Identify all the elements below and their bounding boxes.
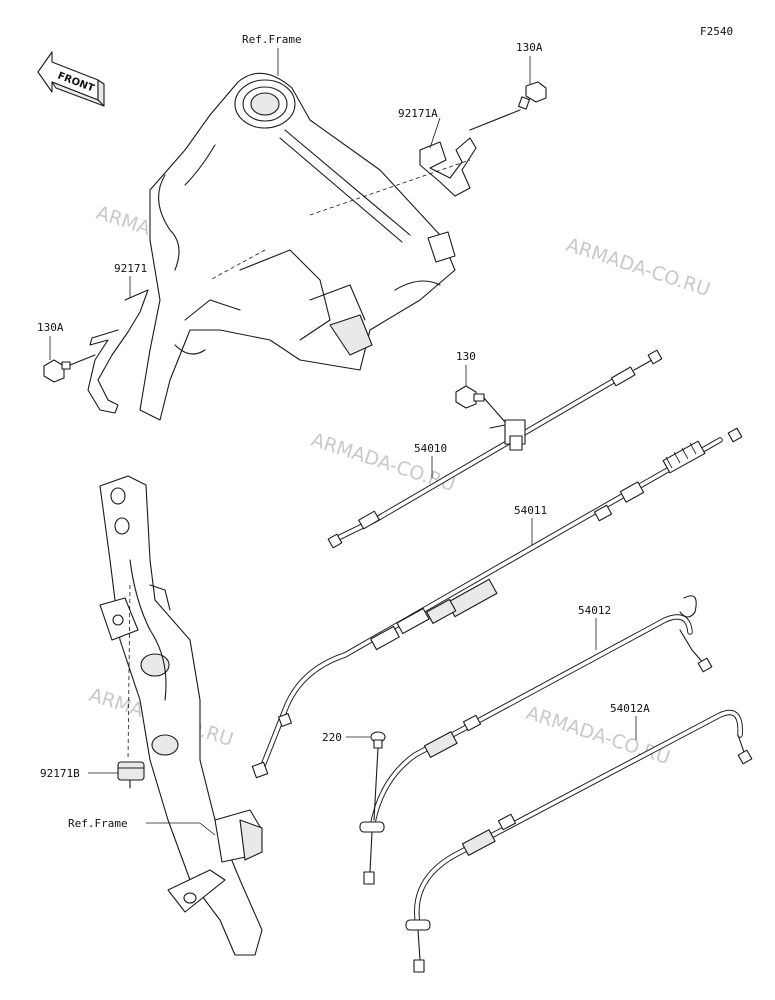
label-220: 220 — [322, 731, 342, 744]
bolt-130a-right-icon — [469, 81, 547, 131]
label-92171a: 92171A — [398, 107, 438, 120]
label-54010: 54010 — [414, 442, 447, 455]
watermark-5: ARMADA-CO.RU — [523, 702, 672, 769]
bolt-130-icon — [455, 385, 506, 423]
label-92171: 92171 — [114, 262, 147, 275]
bolt-130a-left-icon — [43, 354, 96, 383]
screw-220-icon — [370, 731, 386, 821]
cable-54012 — [359, 595, 713, 885]
cable-54012a — [405, 709, 753, 973]
part-labels: Ref.Frame 130A 92171A 92171 130A 130 540… — [37, 33, 650, 830]
label-130a-left: 130A — [37, 321, 64, 334]
clip-92171a — [419, 137, 477, 197]
leader-lines — [49, 48, 637, 836]
label-92171b: 92171B — [40, 767, 80, 780]
lower-frame — [99, 475, 263, 956]
label-ref-frame-bottom: Ref.Frame — [68, 817, 128, 830]
label-54011: 54011 — [514, 504, 547, 517]
label-54012a: 54012A — [610, 702, 650, 715]
label-ref-frame-top: Ref.Frame — [242, 33, 302, 46]
watermark-2: ARMADA-CO.RU — [563, 234, 712, 301]
cable-54010 — [327, 349, 663, 549]
cable-54011 — [251, 427, 743, 779]
spring-icon — [662, 440, 706, 474]
clamp-92171b — [117, 761, 145, 789]
label-130a-right: 130A — [516, 41, 543, 54]
figure-code: F2540 — [700, 25, 733, 38]
upper-frame — [139, 72, 471, 421]
label-54012: 54012 — [578, 604, 611, 617]
front-arrow-icon: FRONT — [37, 51, 105, 107]
clip-92171 — [87, 289, 149, 414]
label-130: 130 — [456, 350, 476, 363]
